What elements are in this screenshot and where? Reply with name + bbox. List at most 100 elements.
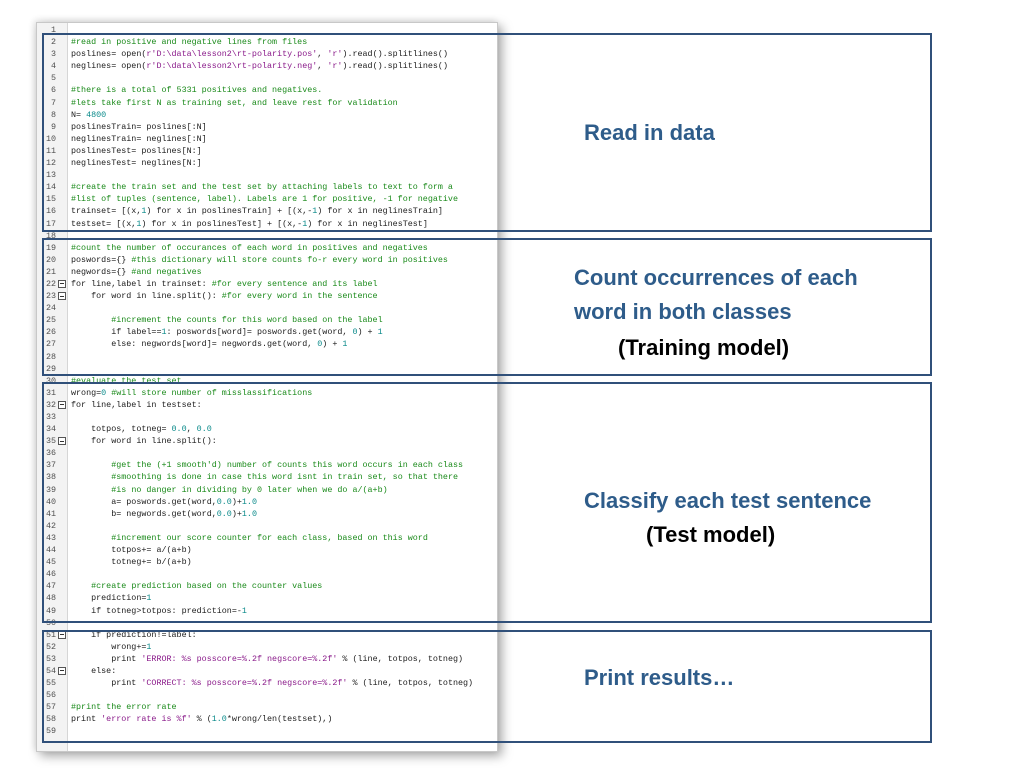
code-token: totneg+= b/(a+b) [71, 557, 192, 568]
line-number: 4 [50, 61, 56, 72]
code-token: #for every word in the sentence [221, 291, 378, 302]
code-line[interactable]: 19#count the number of occurances of eac… [37, 242, 497, 254]
code-line-text: #list of tuples (sentence, label). Label… [71, 193, 458, 205]
line-number: 45 [45, 557, 56, 568]
code-token: 0.0 [171, 424, 187, 435]
code-line[interactable]: 30#evaluate the test set [37, 375, 497, 387]
section-read-frame [42, 33, 932, 232]
code-token: , [317, 49, 328, 60]
section-train-frame [42, 238, 932, 376]
code-line[interactable]: 14#create the train set and the test set… [37, 181, 497, 193]
code-line[interactable]: 49 if totneg>totpos: prediction=-1 [37, 605, 497, 617]
code-token: , [186, 424, 197, 435]
code-line[interactable]: 28 [37, 351, 497, 363]
code-line[interactable]: 54 else: [37, 665, 497, 677]
code-token: )+ [231, 496, 242, 507]
code-line[interactable]: 36 [37, 447, 497, 459]
code-line[interactable]: 27 else: negwords[word]= negwords.get(wo… [37, 338, 497, 350]
code-line[interactable]: 48 prediction=1 [37, 592, 497, 604]
code-line[interactable]: 24 [37, 302, 497, 314]
code-token: #this dictionary will store counts fo-r … [131, 254, 448, 265]
code-line[interactable]: 13 [37, 169, 497, 181]
code-line[interactable]: 34 totpos, totneg= 0.0, 0.0 [37, 423, 497, 435]
code-token: if prediction!=label: [71, 629, 197, 640]
code-line[interactable]: 29 [37, 363, 497, 375]
code-line-text: neglines= open(r'D:\data\lesson2\rt-pola… [71, 60, 448, 72]
code-line[interactable]: 42 [37, 520, 497, 532]
line-number: 5 [50, 73, 56, 84]
line-number: 38 [45, 472, 56, 483]
code-token: 1 [146, 641, 152, 652]
code-line[interactable]: 39 #is no danger in dividing by 0 later … [37, 484, 497, 496]
fold-toggle-icon[interactable] [58, 400, 66, 409]
code-line-text: print 'error rate is %f' % (1.0*wrong/le… [71, 713, 332, 725]
code-line[interactable]: 25 #increment the counts for this word b… [37, 314, 497, 326]
code-line-text: poslinesTest= poslines[N:] [71, 145, 202, 157]
code-line[interactable]: 33 [37, 411, 497, 423]
code-line[interactable]: 53 print 'ERROR: %s posscore=%.2f negsco… [37, 653, 497, 665]
code-line-text: poswords={} #this dictionary will store … [71, 254, 448, 266]
code-line[interactable]: 15 #list of tuples (sentence, label). Lab… [37, 193, 497, 205]
code-line[interactable]: 26 if label==1: poswords[word]= poswords… [37, 326, 497, 338]
code-token: N= [71, 109, 87, 120]
fold-toggle-icon[interactable] [58, 279, 66, 288]
code-line[interactable]: 40 a= poswords.get(word,0.0)+1.0 [37, 496, 497, 508]
code-token: else: [71, 665, 117, 676]
line-number: 15 [45, 194, 56, 205]
fold-toggle-icon[interactable] [58, 437, 66, 446]
line-number: 22 [45, 278, 56, 289]
code-line[interactable]: 18 [37, 230, 497, 242]
code-line[interactable]: 7#lets take first N as training set, and… [37, 97, 497, 109]
line-number: 44 [45, 545, 56, 556]
code-line[interactable]: 55 print 'CORRECT: %s posscore=%.2f negs… [37, 677, 497, 689]
code-line[interactable]: 38 #smoothing is done in case this word … [37, 471, 497, 483]
line-number: 47 [45, 581, 56, 592]
code-line[interactable]: 45 totneg+= b/(a+b) [37, 556, 497, 568]
code-line[interactable]: 20 poswords={} #this dictionary will stor… [37, 254, 497, 266]
fold-toggle-icon[interactable] [58, 292, 66, 301]
label-read-in-data: Read in data [584, 120, 715, 145]
code-line-text: #there is a total of 5331 positives and … [71, 84, 322, 96]
code-line[interactable]: 2#read in positive and negative lines fr… [37, 36, 497, 48]
code-line[interactable]: 37 #get the (+1 smooth'd) number of coun… [37, 459, 497, 471]
line-number: 39 [45, 484, 56, 495]
code-line-text: trainset= [(x,1) for x in poslinesTrain]… [71, 205, 443, 217]
code-token: for word in line.split(): [71, 291, 222, 302]
code-line[interactable]: 52 wrong+=1 [37, 641, 497, 653]
line-number: 30 [45, 375, 56, 386]
code-line[interactable]: 59 [37, 725, 497, 737]
code-line[interactable]: 5 [37, 72, 497, 84]
code-line[interactable]: 46 [37, 568, 497, 580]
fold-toggle-icon[interactable] [58, 666, 66, 675]
code-line[interactable]: 44 totpos+= a/(a+b) [37, 544, 497, 556]
code-line[interactable]: 57#print the error rate [37, 701, 497, 713]
code-line[interactable]: 23 for word in line.split(): #for every … [37, 290, 497, 302]
code-line[interactable]: 1 [37, 24, 497, 36]
line-number: 55 [45, 678, 56, 689]
line-number: 20 [45, 254, 56, 265]
code-line[interactable]: 43 #increment our score counter for each… [37, 532, 497, 544]
code-line-text: poslinesTrain= poslines[:N] [71, 121, 207, 133]
code-line[interactable]: 41 b= negwords.get(word,0.0)+1.0 [37, 508, 497, 520]
code-line[interactable]: 4 neglines= open(r'D:\data\lesson2\rt-pol… [37, 60, 497, 72]
code-token: #will store number of misslassifications [106, 387, 313, 398]
code-line[interactable]: 56 [37, 689, 497, 701]
code-line[interactable]: 6#there is a total of 5331 positives and… [37, 84, 497, 96]
code-line[interactable]: 35 for word in line.split(): [37, 435, 497, 447]
code-line[interactable]: 47 #create prediction based on the count… [37, 580, 497, 592]
code-line-text: prediction=1 [71, 592, 151, 604]
